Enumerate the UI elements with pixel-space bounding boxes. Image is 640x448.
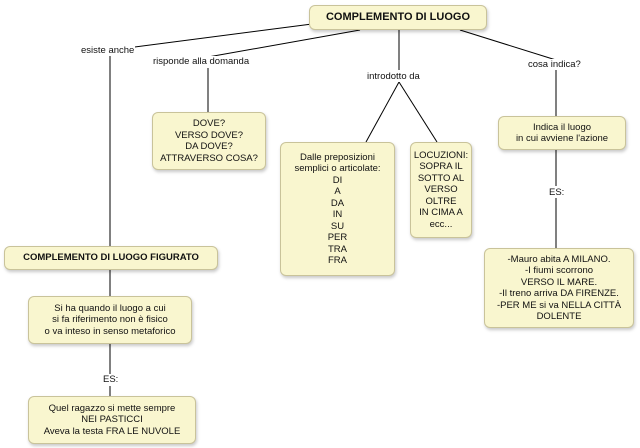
examples-left-node: Quel ragazzo si mette sempre NEI PASTICC… <box>28 396 196 444</box>
questions-node: DOVE? VERSO DOVE? DA DOVE? ATTRAVERSO CO… <box>152 112 266 170</box>
figurato-node: COMPLEMENTO DI LUOGO FIGURATO <box>4 246 218 270</box>
line-root-esiste <box>111 23 313 51</box>
line-introdotto-loc <box>398 81 438 143</box>
line-root-cosa <box>459 29 557 61</box>
label-es-right: ES: <box>548 187 566 198</box>
indicates-node: Indica il luogo in cui avviene l'azione <box>498 116 626 150</box>
locutions-node: LOCUZIONI: SOPRA IL SOTTO AL VERSO OLTRE… <box>410 142 472 238</box>
label-es-left: ES: <box>102 374 120 385</box>
root-node: COMPLEMENTO DI LUOGO <box>309 5 487 30</box>
label-esiste-anche: esiste anche <box>80 45 136 56</box>
examples-right-node: -Mauro abita A MILANO. -I fiumi scorrono… <box>484 248 634 328</box>
prepositions-node: Dalle preposizioni semplici o articolate… <box>280 142 395 276</box>
line-root-risponde <box>207 29 361 58</box>
label-risponde: risponde alla domanda <box>152 56 251 67</box>
figurato-description-node: Si ha quando il luogo a cui si fa riferi… <box>28 296 192 344</box>
label-cosa-indica: cosa indica? <box>527 59 582 70</box>
line-introdotto-prep <box>365 81 400 143</box>
label-introdotto: introdotto da <box>366 71 421 82</box>
